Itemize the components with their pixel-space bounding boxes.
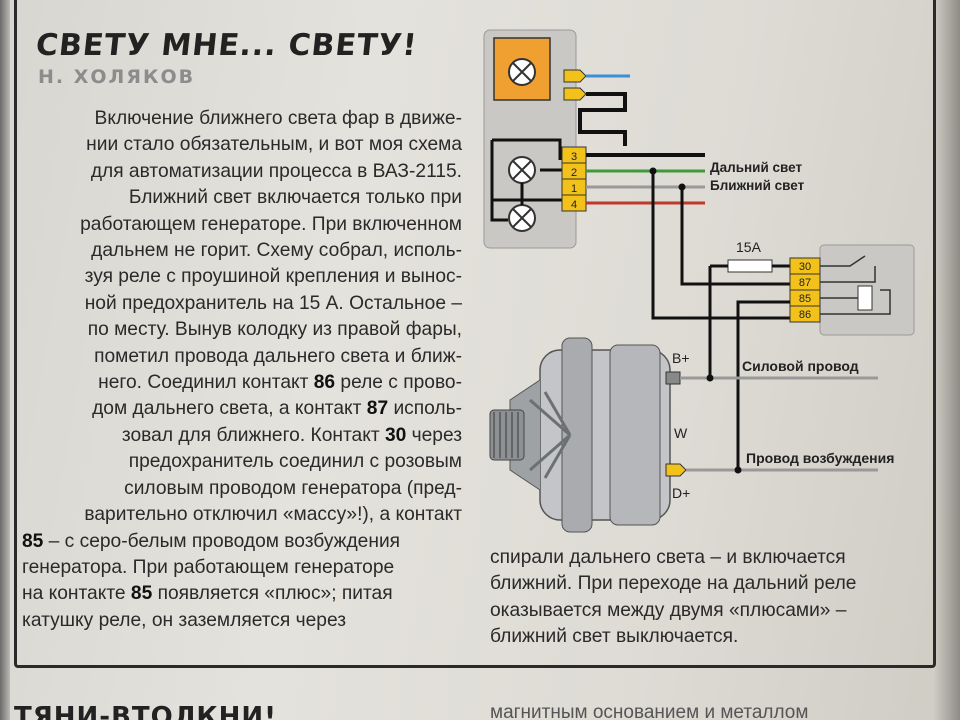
pulley-grooves: [493, 412, 519, 458]
power-wire-label: Силовой провод: [742, 358, 859, 374]
body-line: генератора. При работающем генераторе: [22, 556, 395, 578]
junction-dot: [734, 466, 742, 474]
body-text-run: реле с прово-: [335, 372, 462, 394]
body-line: зуя реле с проушиной крепления и вынос-: [84, 266, 462, 288]
wire-to-relay-86: [651, 171, 790, 320]
connector-pin: [563, 69, 587, 83]
headlight-pin-label: 3: [571, 151, 577, 163]
relay-internal-contacts: [820, 255, 891, 315]
wire-to-relay-87: [680, 187, 790, 286]
next-article-text: магнитным основанием и металлом: [490, 702, 809, 720]
body-text-run: него. Соединил контакт: [98, 372, 314, 394]
low-beam-label: Ближний свет: [710, 178, 805, 193]
article-title: СВЕТУ МНЕ... СВЕТУ!: [34, 28, 419, 63]
body-line: на контакте 85 появляется «плюс»; питая: [22, 581, 462, 607]
body-text-run: зовал для ближнего. Контакт: [121, 424, 385, 446]
body-line: по месту. Вынув колодку из правой фары,: [87, 319, 462, 341]
wiring-diagram: 3 2 1 4 Дальний свет Ближний свет 15A 30…: [483, 29, 915, 533]
junction-dot: [649, 167, 657, 175]
body-text-run: через: [406, 424, 462, 446]
body-text-run: – с серо-белым проводом возбуждения: [43, 530, 401, 552]
bplus-terminal: [665, 371, 681, 385]
lamp-cross-icon: [512, 208, 532, 228]
generator-fan-blades: [529, 391, 572, 479]
w-terminal-label: W: [674, 425, 688, 441]
lamp-cross-icon: [512, 62, 532, 82]
headlight-pin-label: 2: [571, 167, 577, 179]
body-line: 85 – с серо-белым проводом возбуждения: [22, 529, 462, 555]
body-line: предохранитель соединил с розовым: [128, 451, 462, 473]
dplus-label: D+: [672, 485, 690, 501]
generator-housing: [609, 344, 661, 526]
body-text-run: дом дальнего света, а контакт: [92, 398, 367, 420]
body-text-run: на контакте: [22, 583, 131, 605]
junction-dot: [706, 374, 714, 382]
wire-to-dplus: [736, 300, 790, 470]
article-frame: [14, 0, 936, 668]
body-line: для автоматизации процесса в ВАЗ-2115.: [90, 160, 462, 182]
body-line: силовым проводом генератора (пред-: [124, 477, 462, 499]
body-text-run: появляется «плюс»; питая: [152, 583, 393, 605]
relay-pin-label: 86: [799, 309, 811, 321]
generator-pulley: [489, 409, 525, 461]
page-edge-right: [934, 0, 960, 720]
body-line: Включение ближнего света фар в движе-: [94, 108, 462, 129]
body-line: Ближний свет включается только при: [128, 187, 462, 209]
headlight-pin-label: 4: [571, 199, 577, 211]
body-line: дальнем не горит. Схему собрал, исполь-: [91, 240, 462, 262]
body-text-run: исполь-: [388, 398, 462, 420]
fuse-label: 15A: [736, 239, 762, 255]
relay-pin-label: 30: [799, 261, 811, 273]
body-line: спирали дальнего света – и включается: [490, 547, 846, 568]
body-line: дом дальнего света, а контакт 87 исполь-: [22, 396, 462, 422]
contact-87-label: 87: [366, 398, 389, 420]
body-line: ближний свет выключается.: [490, 626, 739, 648]
fuse-icon: [727, 259, 773, 273]
connector-pin: [563, 87, 587, 101]
relay-pin-label: 87: [799, 277, 811, 289]
contact-30-label: 30: [384, 424, 407, 446]
next-article-title: ТЯНИ-ВТОЛКНИ!: [14, 702, 277, 720]
headlight-pin-label: 1: [571, 183, 577, 195]
body-line: работающем генераторе. При включенном: [80, 213, 462, 235]
contact-86-label: 86: [313, 372, 336, 394]
excitation-wire-label: Провод возбуждения: [746, 450, 894, 466]
article-body-column-2: спирали дальнего света – и включается бл…: [490, 545, 910, 651]
body-line: нии стало обязательным, и вот моя схема: [86, 134, 462, 156]
relay-coil-icon: [857, 285, 873, 311]
body-line: катушку реле, он заземляется через: [22, 609, 347, 631]
wire-black-ground: [578, 92, 627, 146]
dplus-terminal: [665, 463, 687, 477]
contact-85-label: 85: [22, 530, 44, 552]
body-line: него. Соединил контакт 86 реле с прово-: [22, 370, 462, 396]
body-line: варительно отключил «массу»!), а контакт: [84, 504, 462, 526]
body-line: ной предохранитель на 15 А. Остальное –: [84, 292, 462, 314]
headlight-internal-wires: [490, 138, 562, 222]
lamp-cross-icon: [512, 160, 532, 180]
body-line: пометил провода дальнего света и ближ-: [94, 345, 462, 367]
junction-dot: [678, 183, 686, 191]
article-author: Н. ХОЛЯКОВ: [38, 66, 196, 88]
generator-housing: [561, 337, 593, 533]
page-edge-left: [0, 0, 10, 720]
bplus-label: B+: [672, 350, 690, 366]
body-line: ближний. При переходе на дальний реле: [490, 573, 857, 595]
high-beam-label: Дальний свет: [710, 160, 802, 175]
body-line: зовал для ближнего. Контакт 30 через: [22, 423, 462, 449]
contact-85-label: 85: [130, 583, 153, 605]
body-line: оказывается между двумя «плюсами» –: [490, 599, 847, 621]
relay-pin-label: 85: [799, 293, 811, 305]
article-body: Включение ближнего света фар в движе- ни…: [22, 106, 462, 634]
